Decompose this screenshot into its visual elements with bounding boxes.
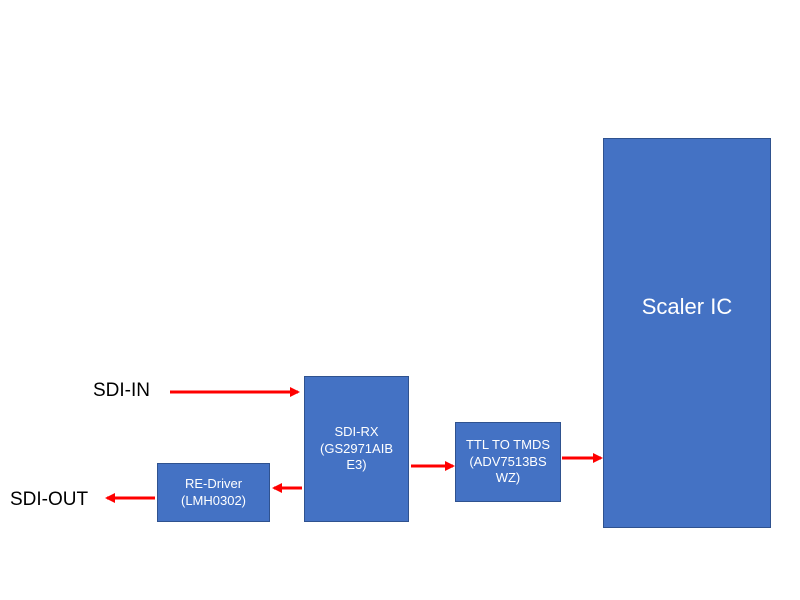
sdi-in-label: SDI-IN — [93, 380, 150, 401]
scaler-ic-title: Scaler IC — [641, 294, 733, 319]
scaler-ic-block: Scaler IC — [603, 138, 771, 528]
re-driver-block: RE-Driver (LMH0302) — [157, 463, 270, 522]
sdi-rx-block: SDI-RX (GS2971AIB E3) — [304, 376, 409, 522]
re-driver-part: (LMH0302) — [180, 492, 247, 508]
sdi-rx-part-line2: E3) — [346, 457, 367, 473]
sdi-out-label: SDI-OUT — [10, 489, 89, 510]
ttl-tmds-title: TTL TO TMDS — [465, 436, 551, 452]
sdi-rx-part-line1: (GS2971AIB — [320, 440, 393, 456]
re-driver-title: RE-Driver — [184, 475, 243, 491]
ttl-tmds-part-line1: (ADV7513BS — [469, 453, 547, 469]
ttl-tmds-part-line2: WZ) — [495, 470, 521, 486]
ttl-to-tmds-block: TTL TO TMDS (ADV7513BS WZ) — [455, 422, 561, 502]
sdi-rx-title: SDI-RX — [334, 423, 379, 439]
